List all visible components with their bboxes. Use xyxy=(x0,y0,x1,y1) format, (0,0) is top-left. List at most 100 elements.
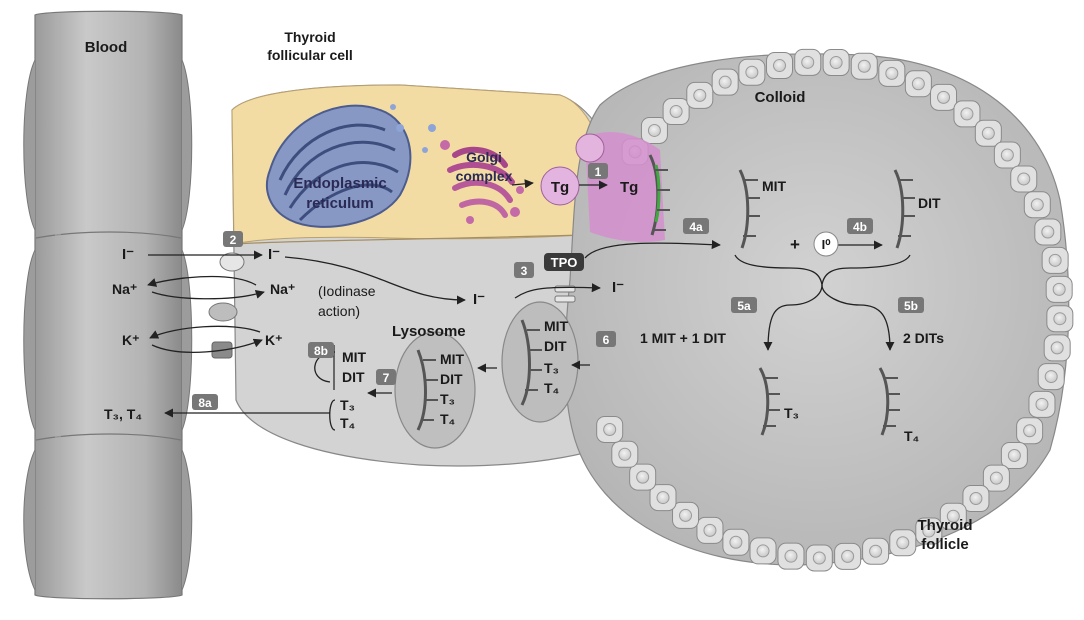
iodine-label: I⁰ xyxy=(822,237,832,252)
badge-8a: 8a xyxy=(192,394,218,410)
follicle-cell xyxy=(749,537,777,565)
follicle-cell xyxy=(878,59,906,87)
mit-label: MIT xyxy=(762,178,787,194)
k-cell-label: K⁺ xyxy=(265,332,283,348)
follicle-cell xyxy=(1045,275,1073,303)
follicle-cell xyxy=(993,141,1021,169)
endoplasmic-reticulum xyxy=(265,104,436,228)
released-hormones-label: T₃, T₄ xyxy=(104,406,142,422)
lysosome-mit-label: MIT xyxy=(440,351,465,367)
follicle-cell xyxy=(982,464,1010,492)
golgi-label-line2: complex xyxy=(456,168,513,184)
lysosome-t3-label: T₃ xyxy=(440,391,455,407)
lysosome-label: Lysosome xyxy=(392,323,466,340)
secretory-vesicle xyxy=(575,133,605,163)
follicle-cell xyxy=(1010,165,1038,193)
svg-text:6: 6 xyxy=(603,333,610,347)
cell-title-line2: follicular cell xyxy=(267,47,353,63)
svg-text:8b: 8b xyxy=(314,344,328,358)
na-cell-label: Na⁺ xyxy=(270,281,295,297)
iodine-circle xyxy=(813,231,839,257)
er-label-line1: Endoplasmic xyxy=(293,175,386,192)
follicle-cell xyxy=(962,485,990,513)
follicle-cell xyxy=(850,52,878,80)
follicle-cell xyxy=(930,83,958,111)
follicle-cell xyxy=(640,116,668,144)
lysosome-t4-label: T₄ xyxy=(440,411,455,427)
badge-4b: 4b xyxy=(847,218,873,234)
thyroid-follicle xyxy=(564,48,1074,572)
badge-1: 1 xyxy=(588,163,608,179)
dit-label: DIT xyxy=(918,195,941,211)
iodide-colloid-label: I⁻ xyxy=(612,279,624,296)
follicle-cell xyxy=(1016,417,1044,445)
follicle-cell xyxy=(1023,191,1051,219)
blood-label: Blood xyxy=(85,39,128,56)
follicle-cell xyxy=(662,98,690,126)
nis-transporter xyxy=(219,252,245,272)
follicle-cell xyxy=(1041,246,1069,274)
cell-title-line1: Thyroid xyxy=(284,29,335,45)
golgi-complex xyxy=(440,140,524,224)
iodide-blood-label: I⁻ xyxy=(122,246,134,263)
k-blood-label: K⁺ xyxy=(122,332,140,348)
badge-8b: 8b xyxy=(308,342,334,358)
follicle-cell xyxy=(1043,334,1071,362)
apical-thyroglobulin-zone xyxy=(585,131,665,243)
svg-text:4b: 4b xyxy=(853,220,867,234)
follicle-cell xyxy=(915,517,943,545)
iodinase-label-line1: (Iodinase xyxy=(318,283,376,299)
badge-5b: 5b xyxy=(898,297,924,313)
er-label-line2: reticulum xyxy=(306,195,374,212)
follicle-epithelium xyxy=(596,48,1074,572)
follicle-cell xyxy=(794,48,822,76)
follicle-cell xyxy=(1034,218,1062,246)
t3-label: T₃ xyxy=(784,405,799,421)
thyroglobulin-vesicle xyxy=(540,166,580,206)
iodinase-label-line2: action) xyxy=(318,303,360,319)
badge-7: 7 xyxy=(376,369,396,385)
follicle-cell xyxy=(862,537,890,565)
droplet-t4-label: T₄ xyxy=(544,380,559,396)
follicle-cell xyxy=(805,544,833,572)
follicle-cell xyxy=(904,70,932,98)
svg-text:5b: 5b xyxy=(904,299,918,313)
follicle-cell xyxy=(822,49,850,77)
follicle-cell xyxy=(834,542,862,570)
svg-text:2: 2 xyxy=(230,233,237,247)
droplet-dit-label: DIT xyxy=(544,338,567,354)
tg-vesicle-label: Tg xyxy=(551,179,569,196)
follicle-cell xyxy=(1046,305,1074,333)
svg-text:8a: 8a xyxy=(198,396,212,410)
t3-thyroglobulin xyxy=(758,367,780,436)
tpo-label: TPO xyxy=(551,255,578,270)
step5a-label: 1 MIT + 1 DIT xyxy=(640,330,726,346)
free-mit-label: MIT xyxy=(342,349,367,365)
tg-label: Tg xyxy=(620,179,638,196)
svg-text:5a: 5a xyxy=(737,299,751,313)
badge-3: 3 xyxy=(514,262,534,278)
svg-text:3: 3 xyxy=(521,264,528,278)
mit-thyroglobulin xyxy=(738,169,760,249)
follicle-cell xyxy=(889,529,917,557)
follicle-cell xyxy=(596,415,624,443)
follicle-cell xyxy=(696,516,724,544)
na-blood-label: Na⁺ xyxy=(112,281,137,297)
follicle-label-line2: follicle xyxy=(921,536,969,553)
badge-6: 6 xyxy=(596,331,616,347)
follicle-cell xyxy=(649,484,677,512)
follicle-cell xyxy=(686,81,714,109)
follicle-cell xyxy=(738,58,766,86)
na-k-atpase xyxy=(208,302,238,322)
free-dit-label: DIT xyxy=(342,369,365,385)
step5b-label: 2 DITs xyxy=(903,330,944,346)
free-t3-label: T₃ xyxy=(340,397,355,413)
plus-sign: + xyxy=(790,235,800,254)
lysosome-dit-label: DIT xyxy=(440,371,463,387)
follicle-cell xyxy=(777,542,805,570)
svg-text:1: 1 xyxy=(595,165,602,179)
follicle-cell xyxy=(1028,390,1056,418)
colloid-label: Colloid xyxy=(755,89,806,106)
